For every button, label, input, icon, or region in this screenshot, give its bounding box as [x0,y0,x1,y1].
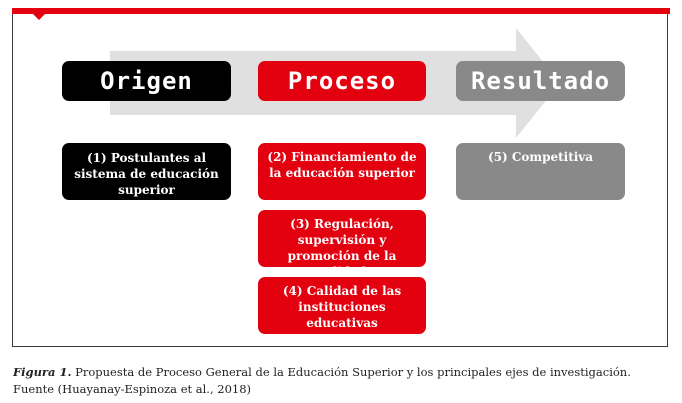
card-financiamiento: (2) Financiamiento de la educación super… [258,143,426,200]
caption-source: Fuente (Huayanay-Espinoza et al., 2018) [13,382,252,396]
figure-caption: Figura 1. Propuesta de Proceso General d… [13,364,673,398]
top-accent-bar [12,8,670,14]
card-regulacion: (3) Regulación, supervisión y promoción … [258,210,426,279]
card-competitiva: (5) Competitiva [456,143,625,200]
header-origen: Origen [62,61,231,101]
caption-text: Propuesta de Proceso General de la Educa… [71,365,631,379]
caption-label: Figura 1. [13,365,72,379]
header-resultado: Resultado [456,61,625,101]
figure-frame [12,14,668,347]
card-calidad: (4) Calidad de las instituciones educati… [258,277,426,334]
card-postulantes: (1) Postulantes al sistema de educación … [62,143,231,200]
header-proceso: Proceso [258,61,426,101]
top-accent-notch [33,14,45,20]
